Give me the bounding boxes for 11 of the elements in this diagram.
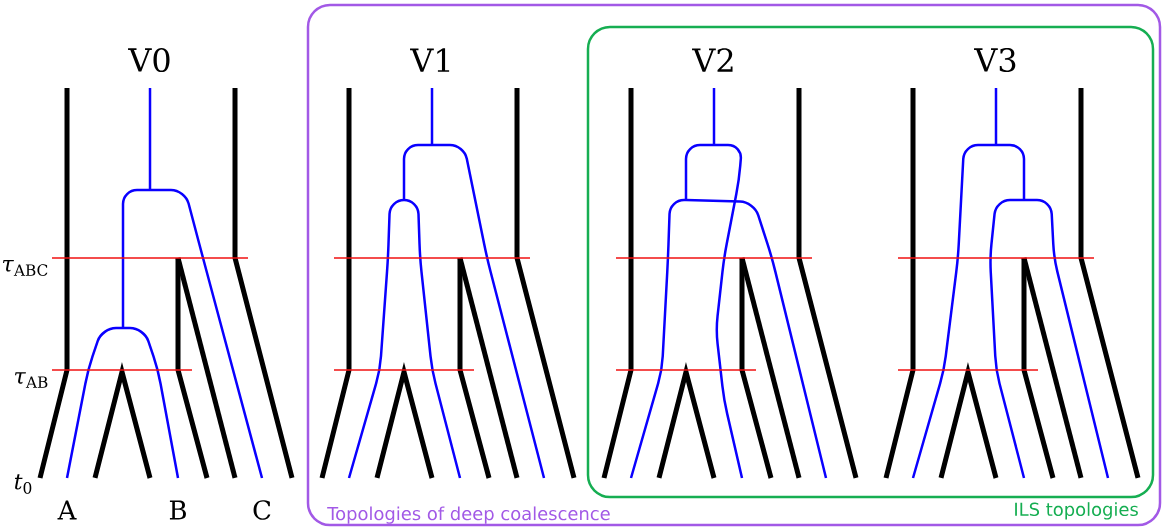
panel-title: V3 bbox=[974, 47, 1016, 73]
node-label: ILS topologies bbox=[1015, 502, 1138, 520]
panel-title: V1 bbox=[410, 48, 450, 72]
time-label: τ$_{ABC}$ bbox=[2, 260, 48, 276]
species-label: A bbox=[57, 500, 77, 520]
panel-title: V2 bbox=[692, 48, 733, 72]
time-label: t$_{0}$ bbox=[14, 474, 32, 494]
time-label: τ$_{AB}$ bbox=[15, 372, 48, 388]
panel-title: V0 bbox=[128, 47, 170, 73]
species-label: C bbox=[253, 500, 271, 520]
species-label: B bbox=[169, 500, 186, 520]
